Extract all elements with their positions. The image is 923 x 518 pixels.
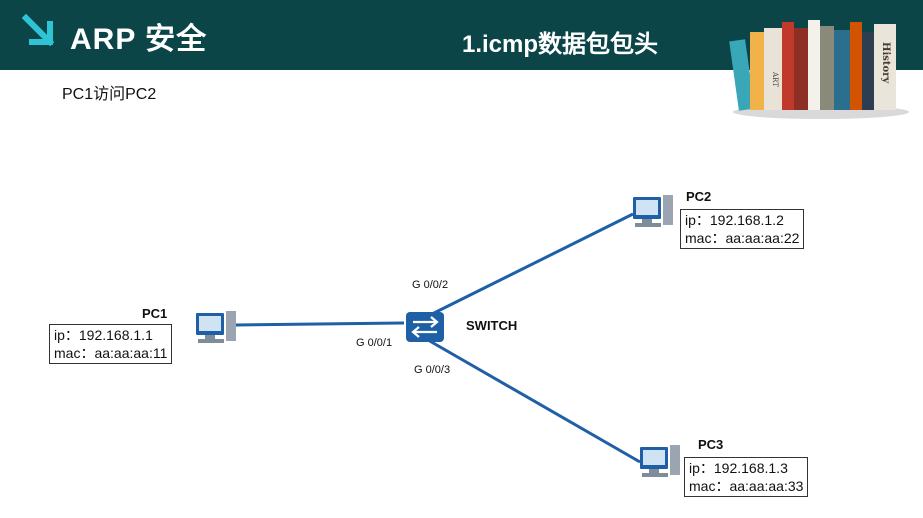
pc3-mac: mac：aa:aa:aa:33 [689,478,804,494]
pc2-mac: mac：aa:aa:aa:22 [685,230,800,246]
header-title: ARP 安全 [70,23,208,56]
switch-icon [406,312,444,342]
pc3-computer-icon [640,445,680,477]
switch-label: SWITCH [466,318,518,333]
pc2-label: PC2 [686,189,712,204]
link-pc1-switch [235,321,405,327]
subheading: PC1访问PC2 [62,86,157,103]
header-banner: ARP 安全 1.icmp数据包包头 ART History [0,0,923,119]
header-subtitle: 1.icmp数据包包头 [462,31,659,58]
pc2-ip: ip：192.168.1.2 [685,212,784,228]
link-switch-pc2 [427,212,634,318]
pc3-ip: ip：192.168.1.3 [689,460,788,476]
port-label-g2: G 0/0/2 [412,279,449,291]
pc1-label: PC1 [142,306,168,321]
pc1-info-box: ip：192.168.1.1 mac：aa:aa:aa:11 [49,324,173,364]
pc1-ip: ip：192.168.1.1 [54,327,153,343]
book-spine-history: History [880,42,891,84]
port-label-g3: G 0/0/3 [414,364,451,376]
books-illustration-icon: ART History [729,20,909,119]
pc3-info-box: ip：192.168.1.3 mac：aa:aa:aa:33 [684,457,809,497]
pc1-mac: mac：aa:aa:aa:11 [54,345,168,361]
pc2-info-box: ip：192.168.1.2 mac：aa:aa:aa:22 [680,209,805,249]
port-label-g1: G 0/0/1 [356,337,393,349]
pc2-computer-icon [633,195,673,227]
link-switch-pc3 [427,338,641,464]
arrow-logo-icon [22,14,55,47]
pc3-label: PC3 [698,437,724,452]
pc1-computer-icon [196,311,236,343]
book-spine-art: ART [771,71,779,87]
